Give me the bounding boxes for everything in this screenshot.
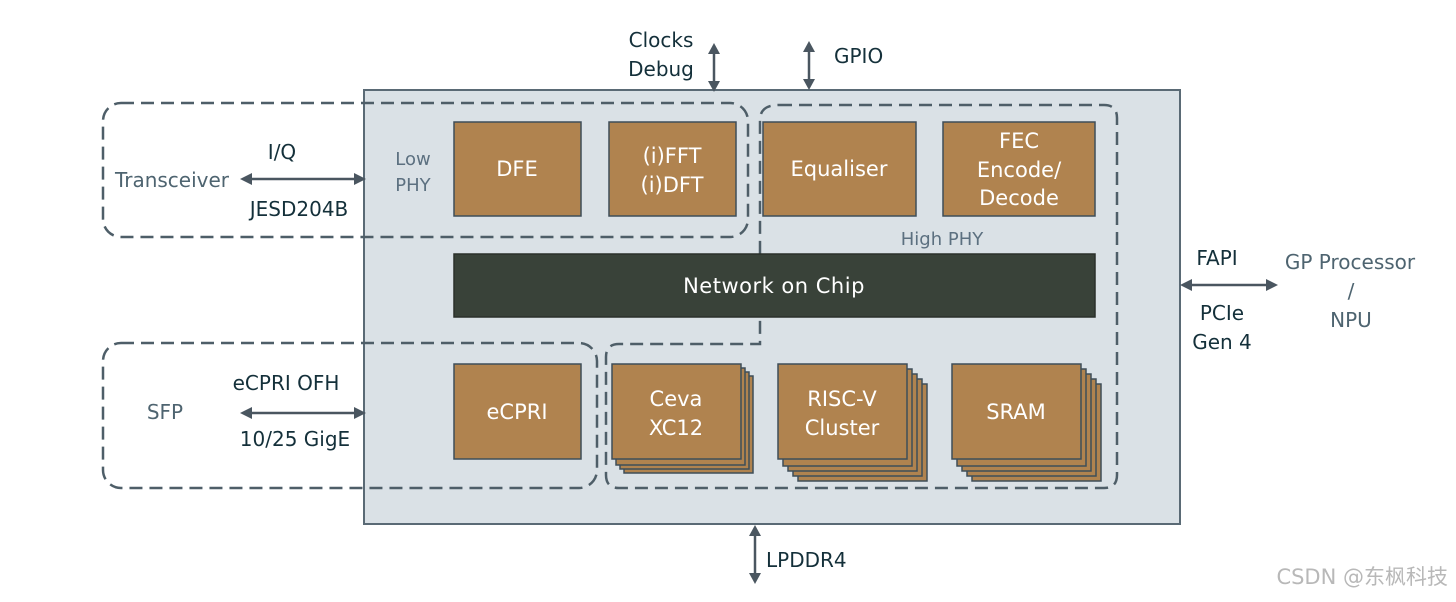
sram-block [951,363,1082,460]
sfp-group-outline [101,341,599,490]
ceva-xc12-block [611,363,742,460]
fapi-pcie-arrow-head-right [1266,279,1278,291]
fft-dft-block [608,121,737,217]
noc-label: Network on Chip [683,274,865,298]
riscv-cluster-block [777,363,908,460]
ecpri-ofh-arrow-head-right [354,407,366,419]
dfe-block [453,121,582,217]
fft-label: (i)FFT [643,144,702,168]
ceva-label-line1: Ceva [650,387,703,411]
equaliser-block [762,121,917,217]
gen4-label: Gen 4 [1192,330,1252,354]
dft-label: (i)DFT [641,173,704,197]
gp-processor-slash: / [1348,279,1355,303]
fapi-pcie-arrow-head-left [1180,279,1192,291]
low-phy-label-line2: PHY [395,175,431,196]
npu-label: NPU [1330,308,1372,332]
sram-label: SRAM [986,400,1046,424]
iq-label: I/Q [268,140,296,164]
network-on-chip [453,253,1096,318]
iq-arrow-head-right [354,173,366,185]
gige-label: 10/25 GigE [240,427,350,451]
riscv-label-line1: RISC-V [807,387,877,411]
gpio-label: GPIO [834,44,883,68]
lpddr4-arrow-head-up [749,525,761,536]
high-phy-label: High PHY [901,229,984,250]
low-phy-label-line1: Low [395,149,430,170]
ecpri-label: eCPRI [486,400,547,424]
dfe-label: DFE [496,157,538,181]
ecpri-ofh-label: eCPRI OFH [233,371,340,395]
equaliser-label: Equaliser [791,157,888,181]
transceiver-group-outline [101,101,750,239]
gpio-arrow-head-up [803,41,815,52]
ceva-label-line2: XC12 [649,416,703,440]
gp-processor-label: GP Processor [1285,250,1416,274]
gpio-arrow-head-down [803,79,815,90]
clocks-debug-arrow-head-up [708,43,720,54]
lpddr4-label: LPDDR4 [766,548,847,572]
fec-block [942,121,1096,217]
pcie-label: PCIe [1200,301,1244,325]
sfp-label: SFP [147,400,183,424]
clocks-label: Clocks [629,28,694,52]
fec-label-line2: Encode/ [977,158,1062,182]
high-phy-outline [604,103,1119,490]
fapi-label: FAPI [1196,246,1237,270]
riscv-label-line2: Cluster [805,416,880,440]
fec-label-line1: FEC [999,129,1039,153]
debug-label: Debug [628,57,694,81]
transceiver-label: Transceiver [114,168,230,192]
ecpri-ofh-arrow-head-left [240,407,252,419]
jesd-label: JESD204B [248,197,349,221]
ecpri-block [453,363,582,460]
clocks-debug-arrow-head-down [708,81,720,92]
fec-label-line3: Decode [979,186,1059,210]
iq-arrow-head-left [240,173,252,185]
lpddr4-arrow-head-down [749,573,761,584]
watermark: CSDN @东枫科技 [1276,565,1448,589]
